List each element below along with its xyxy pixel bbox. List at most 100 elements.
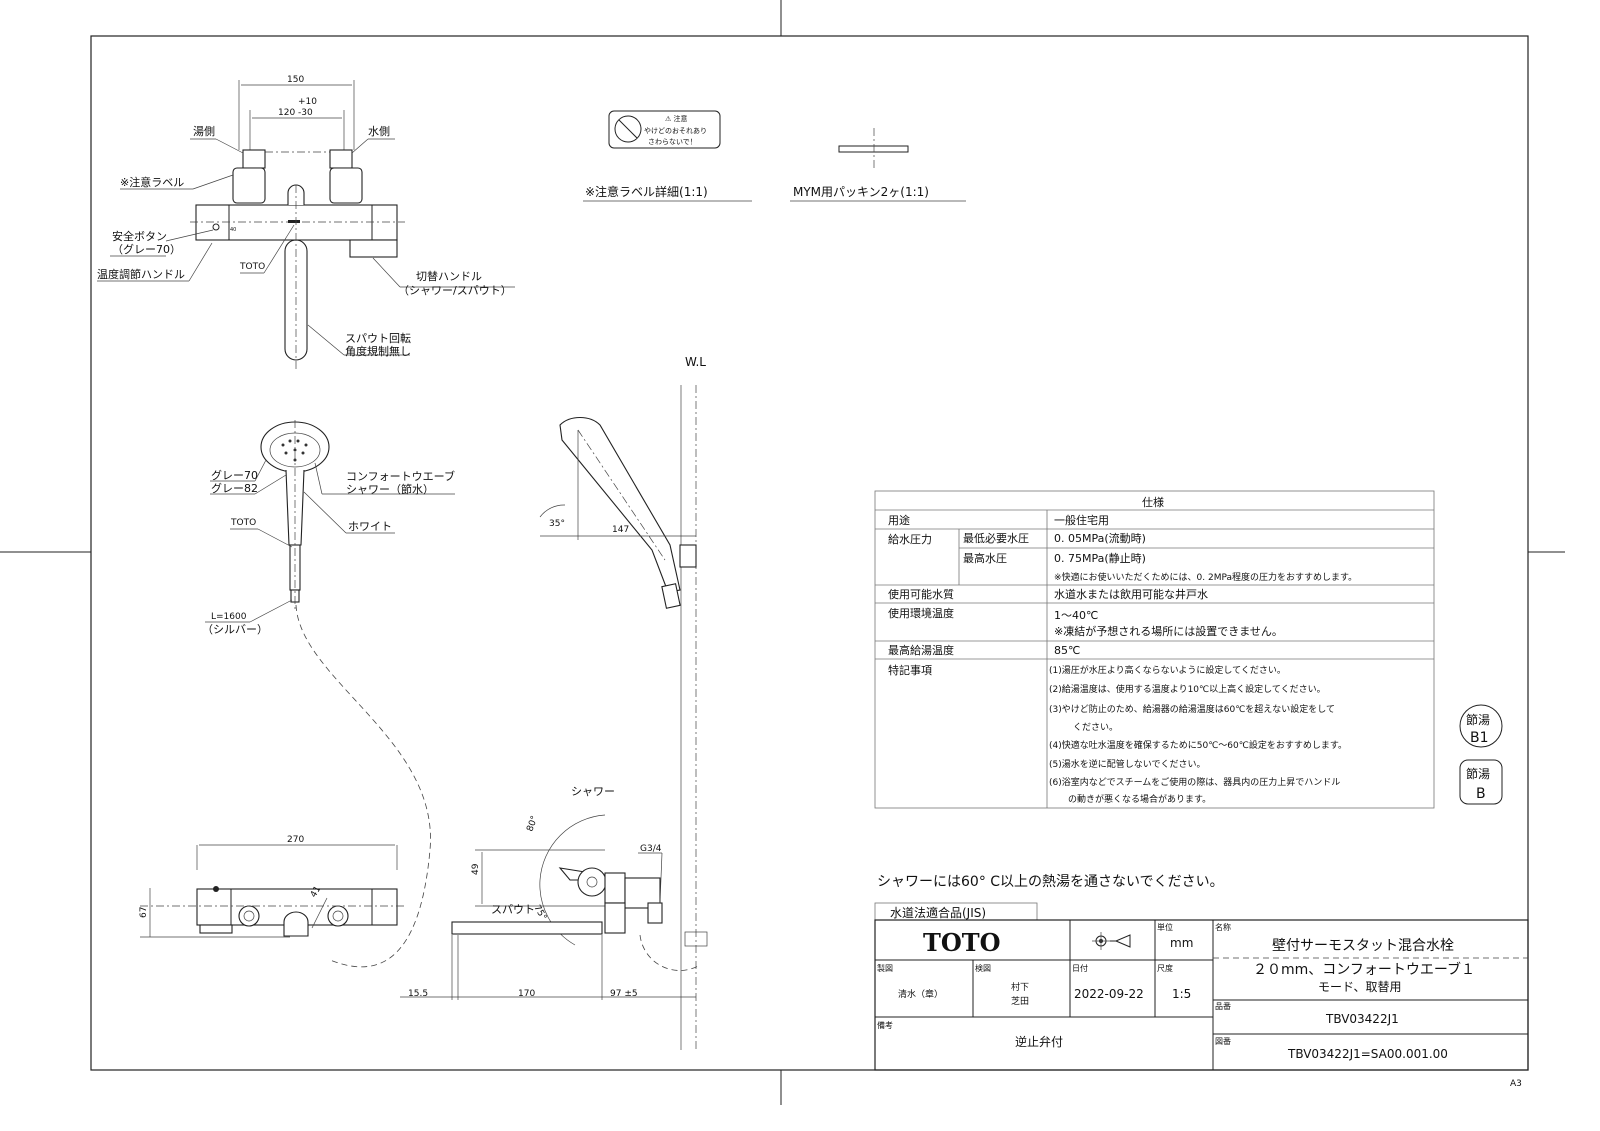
water-saving-badge-b: 節湯 B (1459, 759, 1503, 805)
svg-text:一般住宅用: 一般住宅用 (1054, 513, 1109, 527)
hot-side-label: 湯側 (193, 125, 215, 138)
svg-text:尺度: 尺度 (1157, 963, 1173, 973)
svg-text:(5)湯水を逆に配管しないでください。: (5)湯水を逆に配管しないでください。 (1049, 758, 1205, 770)
shower-side-view: W.L 35° 147 (539, 355, 706, 1050)
svg-text:⚠ 注意: ⚠ 注意 (665, 114, 688, 123)
svg-text:最高給湯温度: 最高給湯温度 (888, 643, 954, 657)
svg-text:節湯: 節湯 (1466, 712, 1490, 727)
front-view: 150 +10 120 -30 40 湯側 水側 ※注意ラベル 安全ボタン （グ… (97, 75, 515, 370)
drawing-frame (90, 35, 1529, 1071)
toto-logo: TOTO (923, 928, 1001, 957)
svg-text:※凍結が予想される場所には設置できません。: ※凍結が予想される場所には設置できません。 (1054, 624, 1283, 638)
svg-text:検図: 検図 (975, 963, 991, 973)
svg-text:(6)浴室内などでスチームをご使用の際は、器具内の圧力上昇で: (6)浴室内などでスチームをご使用の際は、器具内の圧力上昇でハンドル (1049, 776, 1340, 788)
svg-text:水道水または飲用可能な井戸水: 水道水または飲用可能な井戸水 (1054, 587, 1208, 601)
svg-text:使用環境温度: 使用環境温度 (888, 606, 954, 620)
spec-table: 仕様 用途 一般住宅用 給水圧力 最低必要水圧 0. 05MPa(流動時) 最高… (874, 490, 1435, 809)
svg-text:ください。: ください。 (1073, 722, 1118, 733)
cold-side-label: 水側 (368, 125, 390, 138)
third-angle-projection-icon (1092, 932, 1131, 950)
scale-value: 1:5 (1172, 987, 1191, 1001)
spec-title: 仕様 (1142, 495, 1164, 509)
spout-position-label: スパウト (491, 903, 535, 916)
svg-text:85℃: 85℃ (1054, 644, 1080, 657)
svg-text:(3)やけど防止のため、給湯器の給湯温度は60℃を超えない設: (3)やけど防止のため、給湯器の給湯温度は60℃を超えない設定をして (1049, 703, 1335, 715)
water-saving-badge-b1: 節湯 B1 (1459, 704, 1503, 748)
bottom-view: 270 67 41 (139, 835, 405, 938)
caution-label-callout: ※注意ラベル (120, 175, 184, 189)
dim-150: 150 (287, 75, 304, 85)
unit-value: mm (1170, 936, 1193, 950)
remarks-value: 逆止弁付 (1015, 1034, 1063, 1049)
svg-text:さわらないで！: さわらないで！ (648, 138, 697, 146)
g34-label: G3/4 (640, 844, 662, 854)
spout-rotation-label: スパウト回転 (345, 332, 411, 345)
white-label: ホワイト (348, 520, 392, 533)
dim-15-5: 15.5 (408, 989, 428, 999)
dim-270: 270 (287, 835, 304, 845)
temp-handle-label: 温度調節ハンドル (97, 267, 185, 281)
center-marks (0, 0, 1565, 1105)
svg-text:特記事項: 特記事項 (888, 663, 932, 677)
dim-49: 49 (471, 863, 481, 875)
svg-text:使用可能水質: 使用可能水質 (888, 587, 954, 601)
caution-label-detail-title: ※注意ラベル詳細(1:1) (585, 184, 708, 199)
svg-text:0. 75MPa(静止時): 0. 75MPa(静止時) (1054, 551, 1146, 565)
drawing-number: TBV03422J1=SA00.001.00 (1287, 1047, 1448, 1061)
svg-text:の動きが悪くなる場合があります。: の動きが悪くなる場合があります。 (1068, 793, 1211, 805)
svg-text:節湯: 節湯 (1466, 766, 1490, 781)
date-value: 2022-09-22 (1074, 987, 1144, 1001)
shower-position-label: シャワー (571, 785, 615, 798)
angle-80: 80° (525, 815, 540, 833)
dim-147: 147 (612, 525, 629, 535)
svg-text:0. 05MPa(流動時): 0. 05MPa(流動時) (1054, 531, 1146, 545)
product-name: 壁付サーモスタット混合水栓 (1272, 938, 1454, 954)
svg-text:※快適にお使いいただくためには、0. 2MPa程度の圧力をお: ※快適にお使いいただくためには、0. 2MPa程度の圧力をおすすめします。 (1054, 571, 1357, 583)
svg-text:やけどのおそれあり: やけどのおそれあり (644, 127, 707, 135)
packing-detail: MYM用パッキン2ヶ(1:1) (790, 128, 966, 202)
svg-text:(2)給湯温度は、使用する温度より10℃以上高く設定してくだ: (2)給湯温度は、使用する温度より10℃以上高く設定してください。 (1049, 683, 1326, 695)
dim-97: 97 ±5 (610, 989, 638, 999)
svg-text:最高水圧: 最高水圧 (963, 551, 1007, 565)
toto-mark-label: TOTO (239, 262, 265, 272)
title-block: 水道法適合品(JIS) TOTO 単位 mm 名称 壁付サーモスタット混合水栓 … (874, 902, 1529, 1071)
drawn-by: 清水（章） (898, 988, 943, 1000)
svg-text:日付: 日付 (1072, 963, 1088, 973)
side-view: シャワー 80° 75° 49 スパウト G3/4 15.5 170 97 ±5 (400, 785, 708, 1000)
part-number: TBV03422J1 (1325, 1012, 1399, 1026)
dial-mark: 40 (230, 227, 236, 233)
product-desc-1: ２０mm、コンフォートウエーブ１ (1253, 961, 1475, 978)
gray82-label: グレー82 (211, 481, 258, 495)
svg-text:B1: B1 (1470, 730, 1489, 746)
spout-rotation-note: 角度規制無し (345, 344, 411, 358)
safety-button-label: 安全ボタン (112, 229, 167, 243)
svg-text:(1)湯圧が水圧より高くならないように設定してください。: (1)湯圧が水圧より高くならないように設定してください。 (1049, 664, 1286, 676)
tol-minus: -30 (298, 108, 313, 118)
shower-head-view: グレー70 グレー82 コンフォートウエーブ シャワー（節水） TOTO ホワイ… (202, 420, 455, 968)
svg-text:単位: 単位 (1157, 922, 1173, 932)
product-desc-2: モード、取替用 (1318, 980, 1402, 994)
water-level-label: W.L (685, 355, 706, 369)
svg-text:名称: 名称 (1215, 922, 1231, 932)
svg-text:給水圧力: 給水圧力 (888, 532, 932, 546)
packing-title: MYM用パッキン2ヶ(1:1) (793, 185, 929, 199)
tol-plus: +10 (298, 97, 317, 107)
switch-handle-label: 切替ハンドル (416, 269, 482, 283)
svg-text:用途: 用途 (888, 513, 910, 527)
svg-text:最低必要水圧: 最低必要水圧 (963, 532, 1029, 545)
dim-120: 120 (278, 108, 295, 118)
switch-handle-note: （シャワー/スパウト） (398, 284, 512, 297)
checked-by-1: 村下 (1011, 981, 1029, 993)
angle-35: 35° (549, 519, 565, 529)
caution-label-detail: ⚠ 注意 やけどのおそれあり さわらないで！ ※注意ラベル詳細(1:1) (583, 110, 752, 202)
dim-67: 67 (139, 907, 149, 918)
svg-text:図番: 図番 (1215, 1036, 1231, 1046)
svg-text:1～40℃: 1～40℃ (1054, 609, 1098, 622)
shower-toto-label: TOTO (230, 518, 256, 528)
safety-button-color: （グレー70） (112, 242, 181, 256)
hose-color: （シルバー） (202, 623, 268, 636)
dim-41: 41 (309, 885, 323, 900)
comfort-wave-note: シャワー（節水） (346, 482, 434, 496)
svg-text:備考: 備考 (877, 1020, 893, 1030)
